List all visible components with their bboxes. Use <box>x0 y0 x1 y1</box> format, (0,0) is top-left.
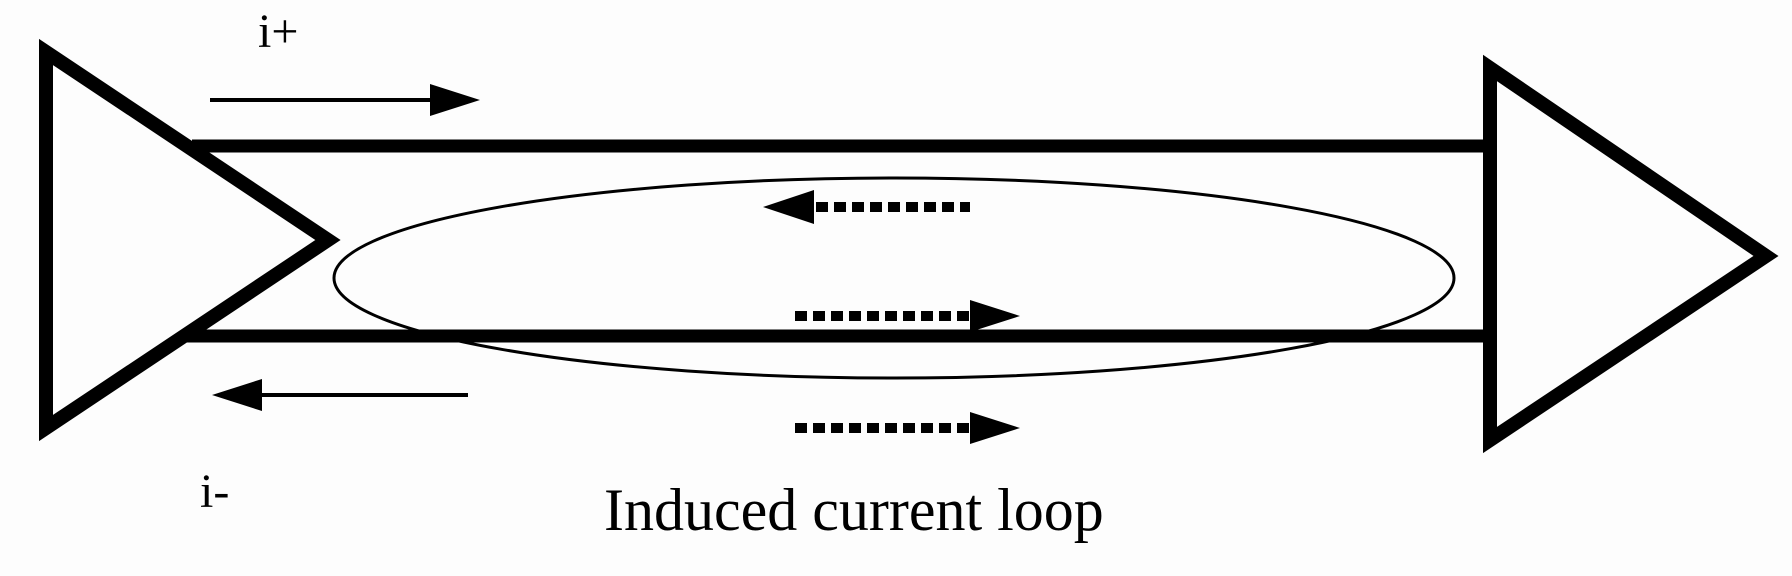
arrow-loop-middle-icon <box>795 300 1020 332</box>
arrow-loop-top-icon <box>763 190 970 224</box>
current-positive-label: i+ <box>258 5 299 58</box>
current-negative-label: i- <box>200 465 230 518</box>
arrow-i-minus-icon <box>212 379 468 411</box>
arrow-i-plus-icon <box>210 84 480 116</box>
receiver-triangle <box>1483 54 1779 454</box>
arrow-loop-bottom-icon <box>795 412 1020 444</box>
induced-loop-ellipse <box>332 176 1456 380</box>
induced-loop-caption: Induced current loop <box>604 477 1104 543</box>
driver-triangle <box>39 38 341 442</box>
